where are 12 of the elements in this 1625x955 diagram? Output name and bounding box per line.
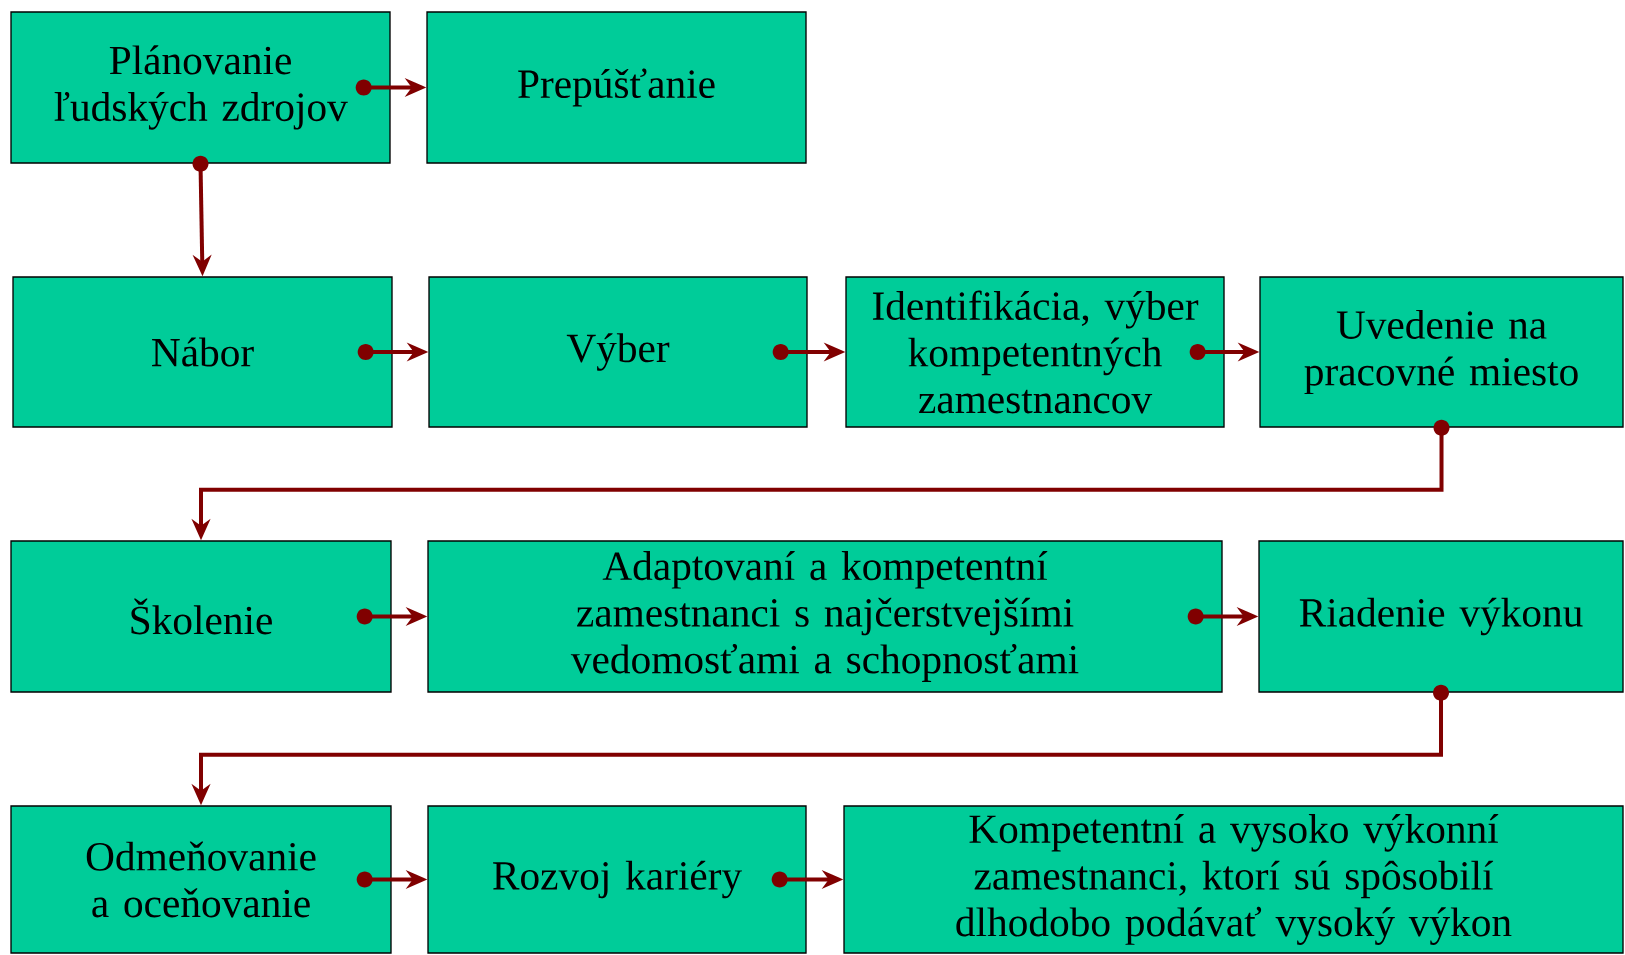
process-box: Riadenie výkonu (1258, 540, 1624, 693)
process-box: Identifikácia, výber kompetentných zamestnancov (845, 276, 1225, 428)
process-box: Adaptovaní a kompetentní zamestnanci s najčerstvejšími vedomosťami a schopnosťami (427, 540, 1223, 693)
process-box: Rozvoj kariéry (427, 805, 807, 954)
process-box: Nábor (12, 276, 393, 428)
process-box: Školenie (10, 540, 392, 693)
process-box: Kompetentní a vysoko výkonní zamestnanci, ktorí sú spôsobilí dlhodobo podávať vysoký výkon (843, 805, 1624, 954)
process-box: Prepúšťanie (426, 11, 807, 164)
process-box: Plánovanie ľudských zdrojov (10, 11, 391, 164)
process-box: Odmeňovanie a oceňovanie (10, 805, 392, 954)
process-box: Uvedenie na pracovné miesto (1259, 276, 1624, 428)
process-box: Výber (428, 276, 808, 428)
